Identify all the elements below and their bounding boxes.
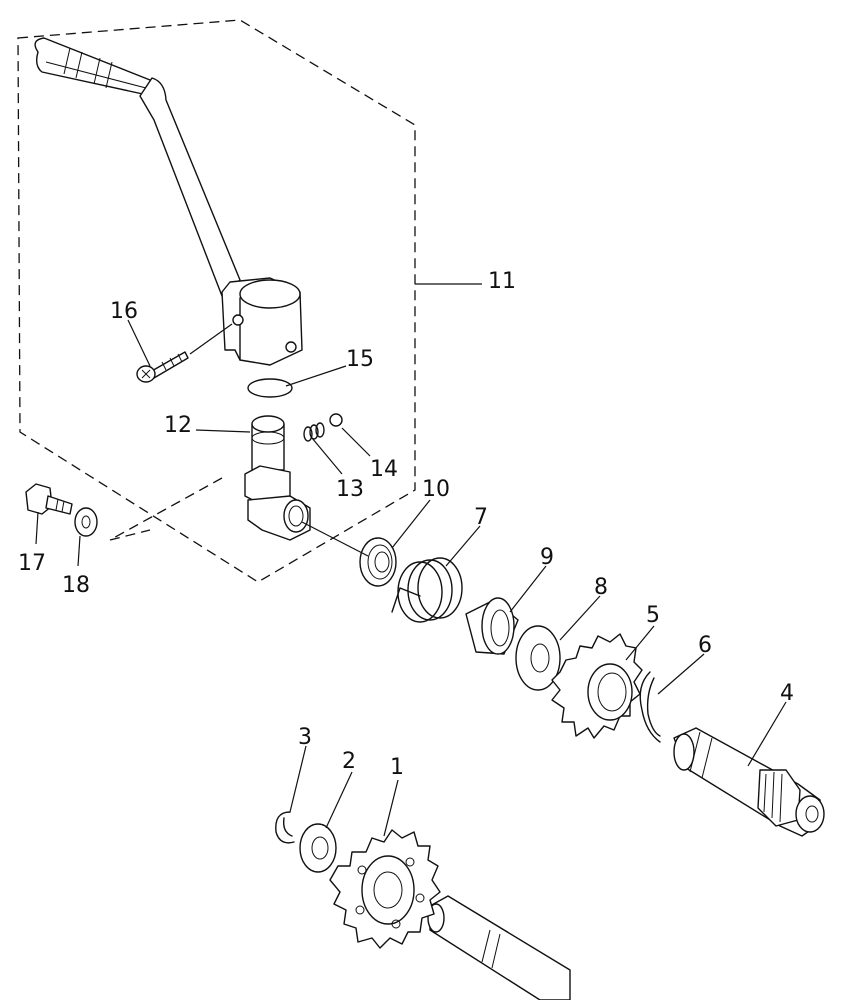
bushing-9 [465,597,519,655]
callout-3: 3 [298,725,312,750]
callout-13: 13 [336,477,364,502]
washer-18 [74,507,98,537]
bolt-17 [25,483,73,515]
leader-lines [35,319,787,837]
callout-12: 12 [164,413,192,438]
callout-8: 8 [594,575,608,600]
callout-16: 16 [110,299,138,324]
callout-14: 14 [370,457,398,482]
circlip-3 [275,811,295,844]
callout-labels: 1 2 3 4 5 6 7 8 9 10 11 12 13 14 15 16 1… [18,269,794,780]
washer-2 [299,823,337,873]
callout-11: 11 [488,269,516,294]
oil-seal-10 [359,537,397,587]
kick-gear-5 [551,633,643,739]
screw-16 [136,323,233,383]
kick-lever [34,37,303,366]
callout-6: 6 [698,633,712,658]
callout-9: 9 [540,545,554,570]
circlip-6 [639,671,661,743]
ball-14 [329,413,343,427]
callout-15: 15 [346,347,374,372]
callout-4: 4 [780,681,794,706]
assembly-11-dashed-boundary [17,19,482,583]
kick-axle-4 [673,727,825,837]
callout-1: 1 [390,755,404,780]
o-ring-15 [247,378,293,398]
kick-shaft-12 [244,415,311,541]
callout-5: 5 [646,603,660,628]
callout-17: 17 [18,551,46,576]
spring-13 [303,422,325,442]
kick-spring-7 [391,557,463,623]
washer-8 [515,625,561,691]
callout-10: 10 [422,477,450,502]
callout-7: 7 [474,505,488,530]
callout-2: 2 [342,749,356,774]
idler-gear-1 [329,829,441,949]
callout-18: 18 [62,573,90,598]
idler-shaft [427,895,571,1000]
